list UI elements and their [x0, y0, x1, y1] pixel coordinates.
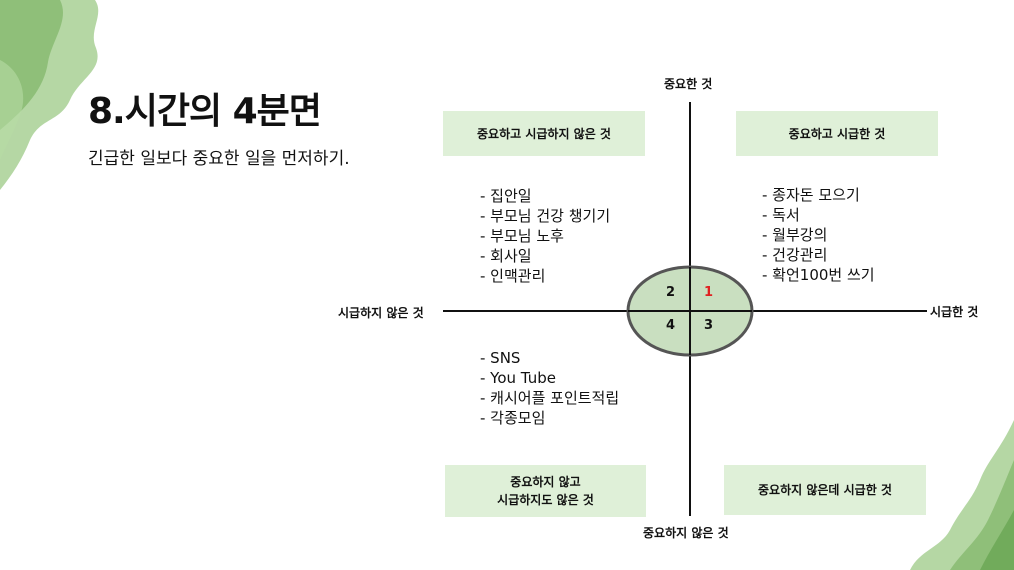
list-item: - You Tube — [480, 369, 556, 387]
list-important-urgent: - 종자돈 모으기 - 독서 - 월부강의 - 건강관리 - 확언100번 쓰기 — [762, 185, 875, 285]
quadrant-box-important-not-urgent: 중요하고 시급하지 않은 것 — [443, 111, 645, 156]
quadrant-box-not-important-urgent: 중요하지 않은데 시급한 것 — [724, 465, 926, 515]
quadrant-number-1: 1 — [704, 285, 714, 300]
list-item: - 확언100번 쓰기 — [762, 266, 875, 284]
axis-label-top: 중요한 것 — [664, 77, 713, 91]
quadrant-number-2: 2 — [666, 285, 676, 300]
quadrant-number-3: 3 — [704, 318, 714, 333]
page-subtitle: 긴급한 일보다 중요한 일을 먼저하기. — [88, 149, 350, 169]
quadrant-box-not-important-not-urgent: 중요하지 않고 시급하지도 않은 것 — [445, 465, 646, 517]
axis-label-left: 시급하지 않은 것 — [338, 306, 424, 320]
page-title: 8.시간의 4분면 — [88, 91, 322, 132]
quadrant-box-label: 중요하지 않은데 시급한 것 — [758, 483, 892, 497]
list-item: - 부모님 건강 챙기기 — [480, 207, 611, 225]
axis-label-bottom: 중요하지 않은 것 — [643, 526, 729, 540]
list-item: - 집안일 — [480, 187, 532, 205]
quadrant-box-label: 중요하고 시급한 것 — [788, 126, 886, 141]
list-item: - 회사일 — [480, 247, 532, 265]
list-item: - 캐시어플 포인트적립 — [480, 389, 620, 407]
list-item: - 월부강의 — [762, 226, 828, 244]
list-item: - SNS — [480, 349, 521, 367]
list-item: - 건강관리 — [762, 246, 828, 264]
quadrant-box-label: 중요하고 시급하지 않은 것 — [477, 126, 611, 141]
list-item: - 독서 — [762, 206, 800, 224]
list-item: - 인맥관리 — [480, 267, 546, 285]
quadrant-box-important-urgent: 중요하고 시급한 것 — [736, 111, 938, 156]
list-important-not-urgent: - 집안일 - 부모님 건강 챙기기 - 부모님 노후 - 회사일 - 인맥관리 — [480, 186, 610, 286]
center-ellipse — [626, 265, 754, 357]
list-item: - 종자돈 모으기 — [762, 186, 860, 204]
quadrant-box-label-line1: 중요하지 않고 — [510, 475, 581, 489]
quadrant-number-4: 4 — [666, 318, 676, 333]
axis-label-right: 시급한 것 — [930, 305, 979, 319]
list-item: - 부모님 노후 — [480, 227, 564, 245]
list-not-important-not-urgent: - SNS - You Tube - 캐시어플 포인트적립 - 각종모임 — [480, 348, 619, 428]
list-item: - 각종모임 — [480, 409, 546, 427]
quadrant-box-label-line2: 시급하지도 않은 것 — [497, 493, 594, 507]
